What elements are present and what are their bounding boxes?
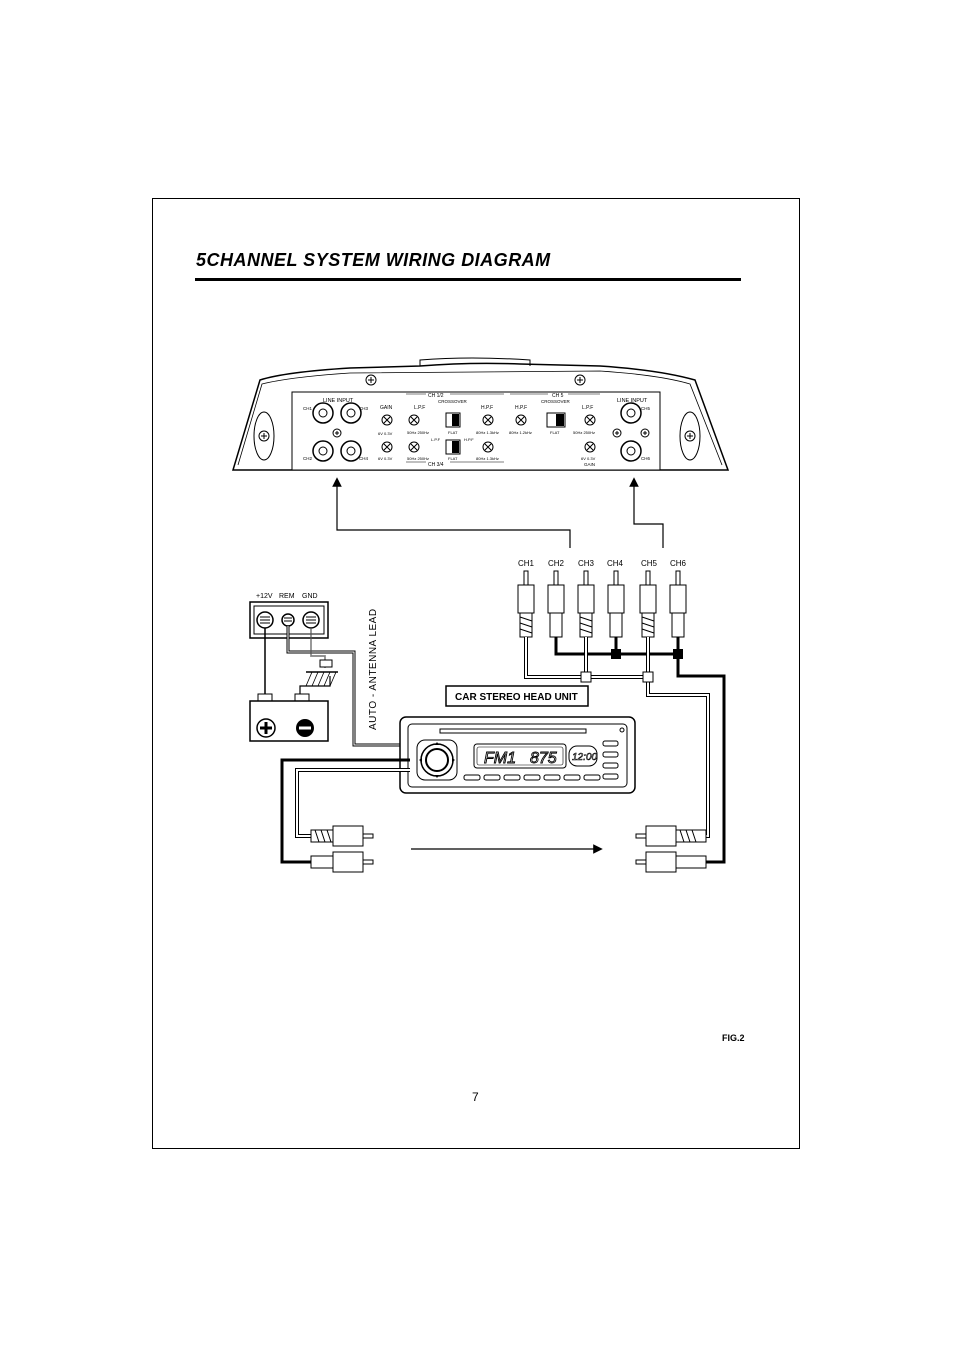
rca-plug-ch4 (607, 570, 625, 638)
rca-label-ch2: CH2 (548, 559, 565, 568)
amplifier-top-bump (419, 357, 531, 366)
svg-text:H.P.F: H.P.F (515, 405, 527, 411)
panel-screw-right-a-icon (612, 428, 622, 438)
power-terminal: +12V REM GND (249, 593, 412, 747)
right-screw-icon (684, 430, 696, 442)
rca-plug-ch3 (577, 570, 595, 638)
svg-text:80Hz 1.2kHz: 80Hz 1.2kHz (509, 430, 532, 435)
page-number: 7 (472, 1090, 479, 1104)
svg-text:CH3: CH3 (359, 406, 368, 411)
top-screw-left-icon (365, 374, 377, 386)
svg-text:CAR STEREO HEAD UNIT: CAR STEREO HEAD UNIT (455, 692, 578, 703)
rca-plug-ch2 (547, 570, 565, 638)
battery-positive-icon (256, 718, 276, 738)
display-frequency: 875 (530, 750, 557, 767)
head-unit-outputs (280, 758, 410, 864)
terminal-rem-icon (281, 613, 295, 627)
svg-text:L.P.F: L.P.F (414, 405, 425, 411)
svg-text:CH6: CH6 (641, 456, 650, 461)
page-title: 5CHANNEL SYSTEM WIRING DIAGRAM (196, 250, 551, 270)
svg-text:CROSSOVER: CROSSOVER (438, 399, 468, 404)
rca-plugs-left (310, 825, 374, 873)
head-unit-label: CAR STEREO HEAD UNIT (445, 685, 589, 707)
battery-negative-icon (296, 719, 314, 737)
rca-label-ch1: CH1 (518, 559, 535, 568)
panel-screw-left-icon (332, 428, 342, 438)
figure-label: FIG.2 (722, 1033, 745, 1043)
signal-arrows (332, 477, 664, 548)
line-input-left-label: LINE INPUT (323, 398, 354, 404)
rca-plugs-right (635, 825, 707, 873)
battery (249, 693, 329, 742)
svg-text:H.P.F: H.P.F (464, 437, 474, 442)
title-underline (195, 278, 741, 281)
svg-text:GND: GND (302, 593, 318, 600)
svg-text:H.P.F: H.P.F (481, 405, 493, 411)
rca-plug-ch6 (669, 570, 687, 638)
svg-text:6V 0.3V: 6V 0.3V (378, 431, 393, 436)
page-frame (152, 198, 800, 1149)
svg-text:CH1: CH1 (303, 406, 312, 411)
svg-text:CH 5: CH 5 (552, 393, 564, 399)
rca-label-ch5: CH5 (641, 559, 658, 568)
display-clock: 12:00 (572, 752, 597, 763)
svg-text:L.P.F: L.P.F (431, 437, 441, 442)
svg-text:FLAT: FLAT (448, 456, 458, 461)
amplifier: LINE INPUT CH1 CH3 CH2 CH4 GAIN 6V 0.3V … (231, 357, 730, 471)
antenna-lead-label: AUTO - ANTENNA LEAD (368, 608, 379, 730)
lcd-display (473, 743, 567, 769)
head-unit: FM1 875 12:00 (399, 716, 636, 794)
rca-labels: CH1 CH2 CH3 CH4 CH5 CH6 (518, 559, 687, 568)
rca-plugs (517, 570, 687, 638)
rca-plug-ch5 (639, 570, 657, 638)
rca-label-ch4: CH4 (607, 559, 624, 568)
svg-text:50Hz 250Hz: 50Hz 250Hz (407, 430, 429, 435)
svg-text:GAIN: GAIN (380, 405, 393, 411)
svg-text:L.P.F: L.P.F (582, 405, 593, 411)
svg-text:6V 0.3V: 6V 0.3V (581, 456, 596, 461)
terminal-gnd-icon (302, 611, 320, 629)
left-screw-icon (258, 430, 270, 442)
svg-text:REM: REM (279, 593, 295, 600)
panel-screw-right-b-icon (640, 428, 650, 438)
svg-text:50Hz 250Hz: 50Hz 250Hz (407, 456, 429, 461)
svg-text:CH 3/4: CH 3/4 (428, 462, 444, 468)
svg-text:LINE INPUT: LINE INPUT (617, 398, 648, 404)
rca-label-ch3: CH3 (578, 559, 595, 568)
display-band: FM1 (484, 750, 516, 767)
svg-text:CH 1/2: CH 1/2 (428, 393, 444, 399)
cd-slot (439, 728, 587, 734)
svg-text:80Hz 1.3kHz: 80Hz 1.3kHz (476, 430, 499, 435)
svg-text:FLAT: FLAT (448, 430, 458, 435)
svg-text:GAIN: GAIN (584, 462, 595, 467)
rca-plug-ch1 (517, 570, 535, 638)
rca-cables (524, 637, 726, 864)
svg-text:50Hz 250Hz: 50Hz 250Hz (573, 430, 595, 435)
svg-text:CH2: CH2 (303, 456, 312, 461)
svg-text:6V 0.3V: 6V 0.3V (378, 456, 393, 461)
svg-text:FLAT: FLAT (550, 430, 560, 435)
terminal-12v-icon (256, 611, 274, 629)
top-screw-right-icon (574, 374, 586, 386)
rca-label-ch6: CH6 (670, 559, 687, 568)
svg-text:+12V: +12V (256, 593, 273, 600)
svg-text:CH4: CH4 (359, 456, 368, 461)
svg-text:80Hz 1.3kHz: 80Hz 1.3kHz (476, 456, 499, 461)
svg-text:CROSSOVER: CROSSOVER (541, 399, 571, 404)
ground-symbol-icon (305, 659, 338, 687)
svg-text:CH5: CH5 (641, 406, 650, 411)
